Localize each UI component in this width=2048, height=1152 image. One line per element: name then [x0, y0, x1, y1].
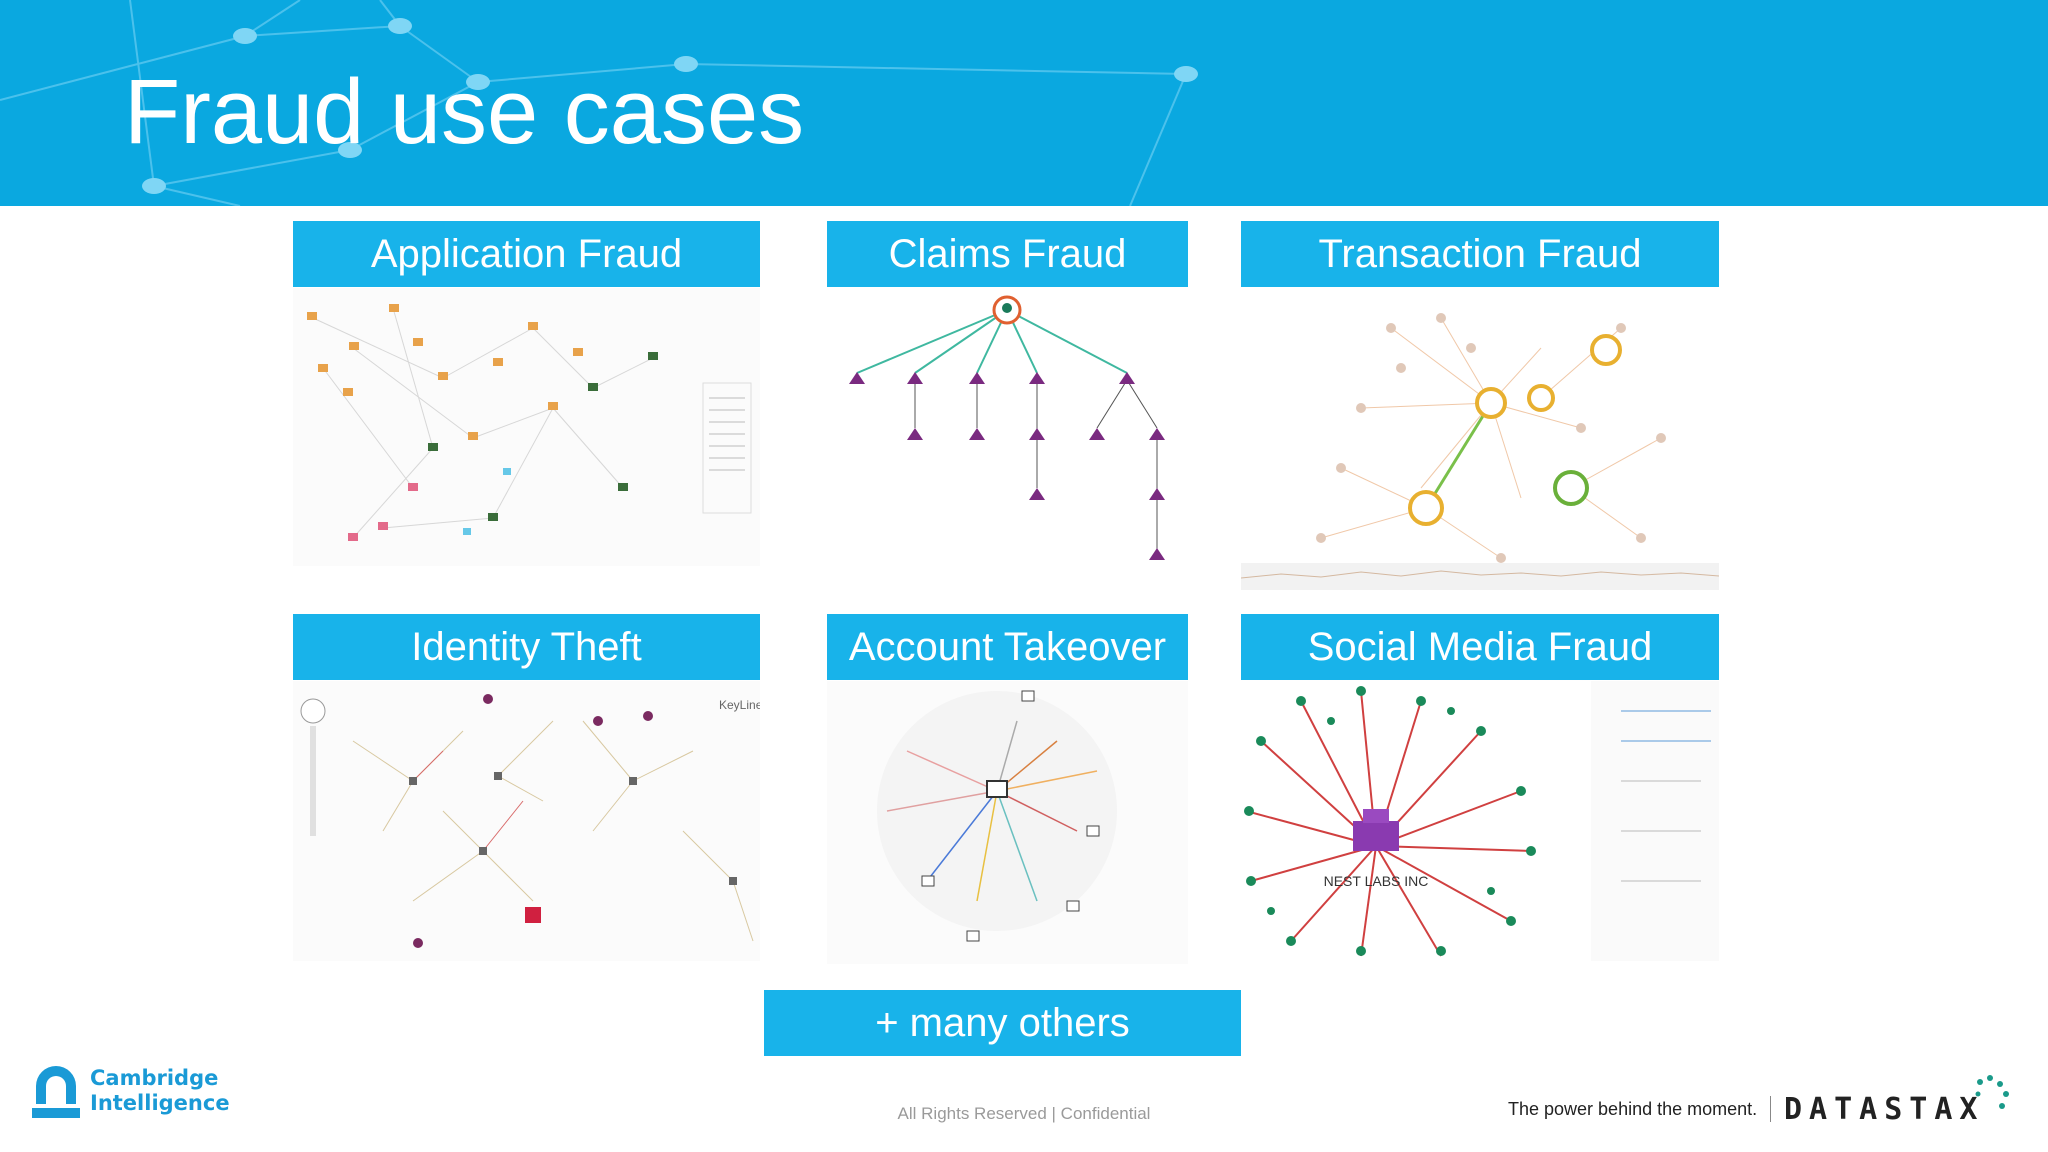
ci-name-line2: Intelligence	[90, 1091, 230, 1115]
datastax-tagline: The power behind the moment.	[1508, 1099, 1758, 1119]
datastax-logo: DATASTAX	[1784, 1092, 1985, 1127]
datastax-dots-icon	[1975, 1075, 2009, 1109]
confidential-notice: All Rights Reserved | Confidential	[897, 1104, 1151, 1123]
many-others-banner: + many others	[764, 990, 1241, 1056]
account-takeover-graph-image	[827, 681, 1188, 964]
ci-name-line1: Cambridge	[90, 1066, 219, 1090]
cambridge-intelligence-arch-icon	[32, 1066, 80, 1118]
header-banner: Fraud use cases	[0, 0, 2048, 206]
tile-label-application-fraud: Application Fraud	[293, 221, 760, 287]
tile-label-claims-fraud: Claims Fraud	[827, 221, 1188, 287]
footer-separator	[1770, 1096, 1771, 1122]
claims-fraud-graph-image	[827, 288, 1188, 578]
social-media-fraud-graph-image: NEST LABS INC	[1241, 681, 1719, 961]
identity-theft-graph-image: KeyLines	[293, 681, 760, 961]
slide-title: Fraud use cases	[124, 61, 805, 163]
application-fraud-graph-image	[293, 288, 760, 566]
tile-label-identity-theft: Identity Theft	[293, 614, 760, 680]
keylines-logo: KeyLines	[719, 698, 760, 712]
transaction-fraud-graph-image	[1241, 288, 1719, 590]
tile-label-social-media-fraud: Social Media Fraud	[1241, 614, 1719, 680]
tile-label-account-takeover: Account Takeover	[827, 614, 1188, 680]
tile-label-transaction-fraud: Transaction Fraud	[1241, 221, 1719, 287]
nest-labs-label: NEST LABS INC	[1324, 873, 1429, 889]
network-background-graphic	[0, 0, 1198, 206]
cambridge-intelligence-logo: Cambridge Intelligence	[30, 1060, 230, 1122]
